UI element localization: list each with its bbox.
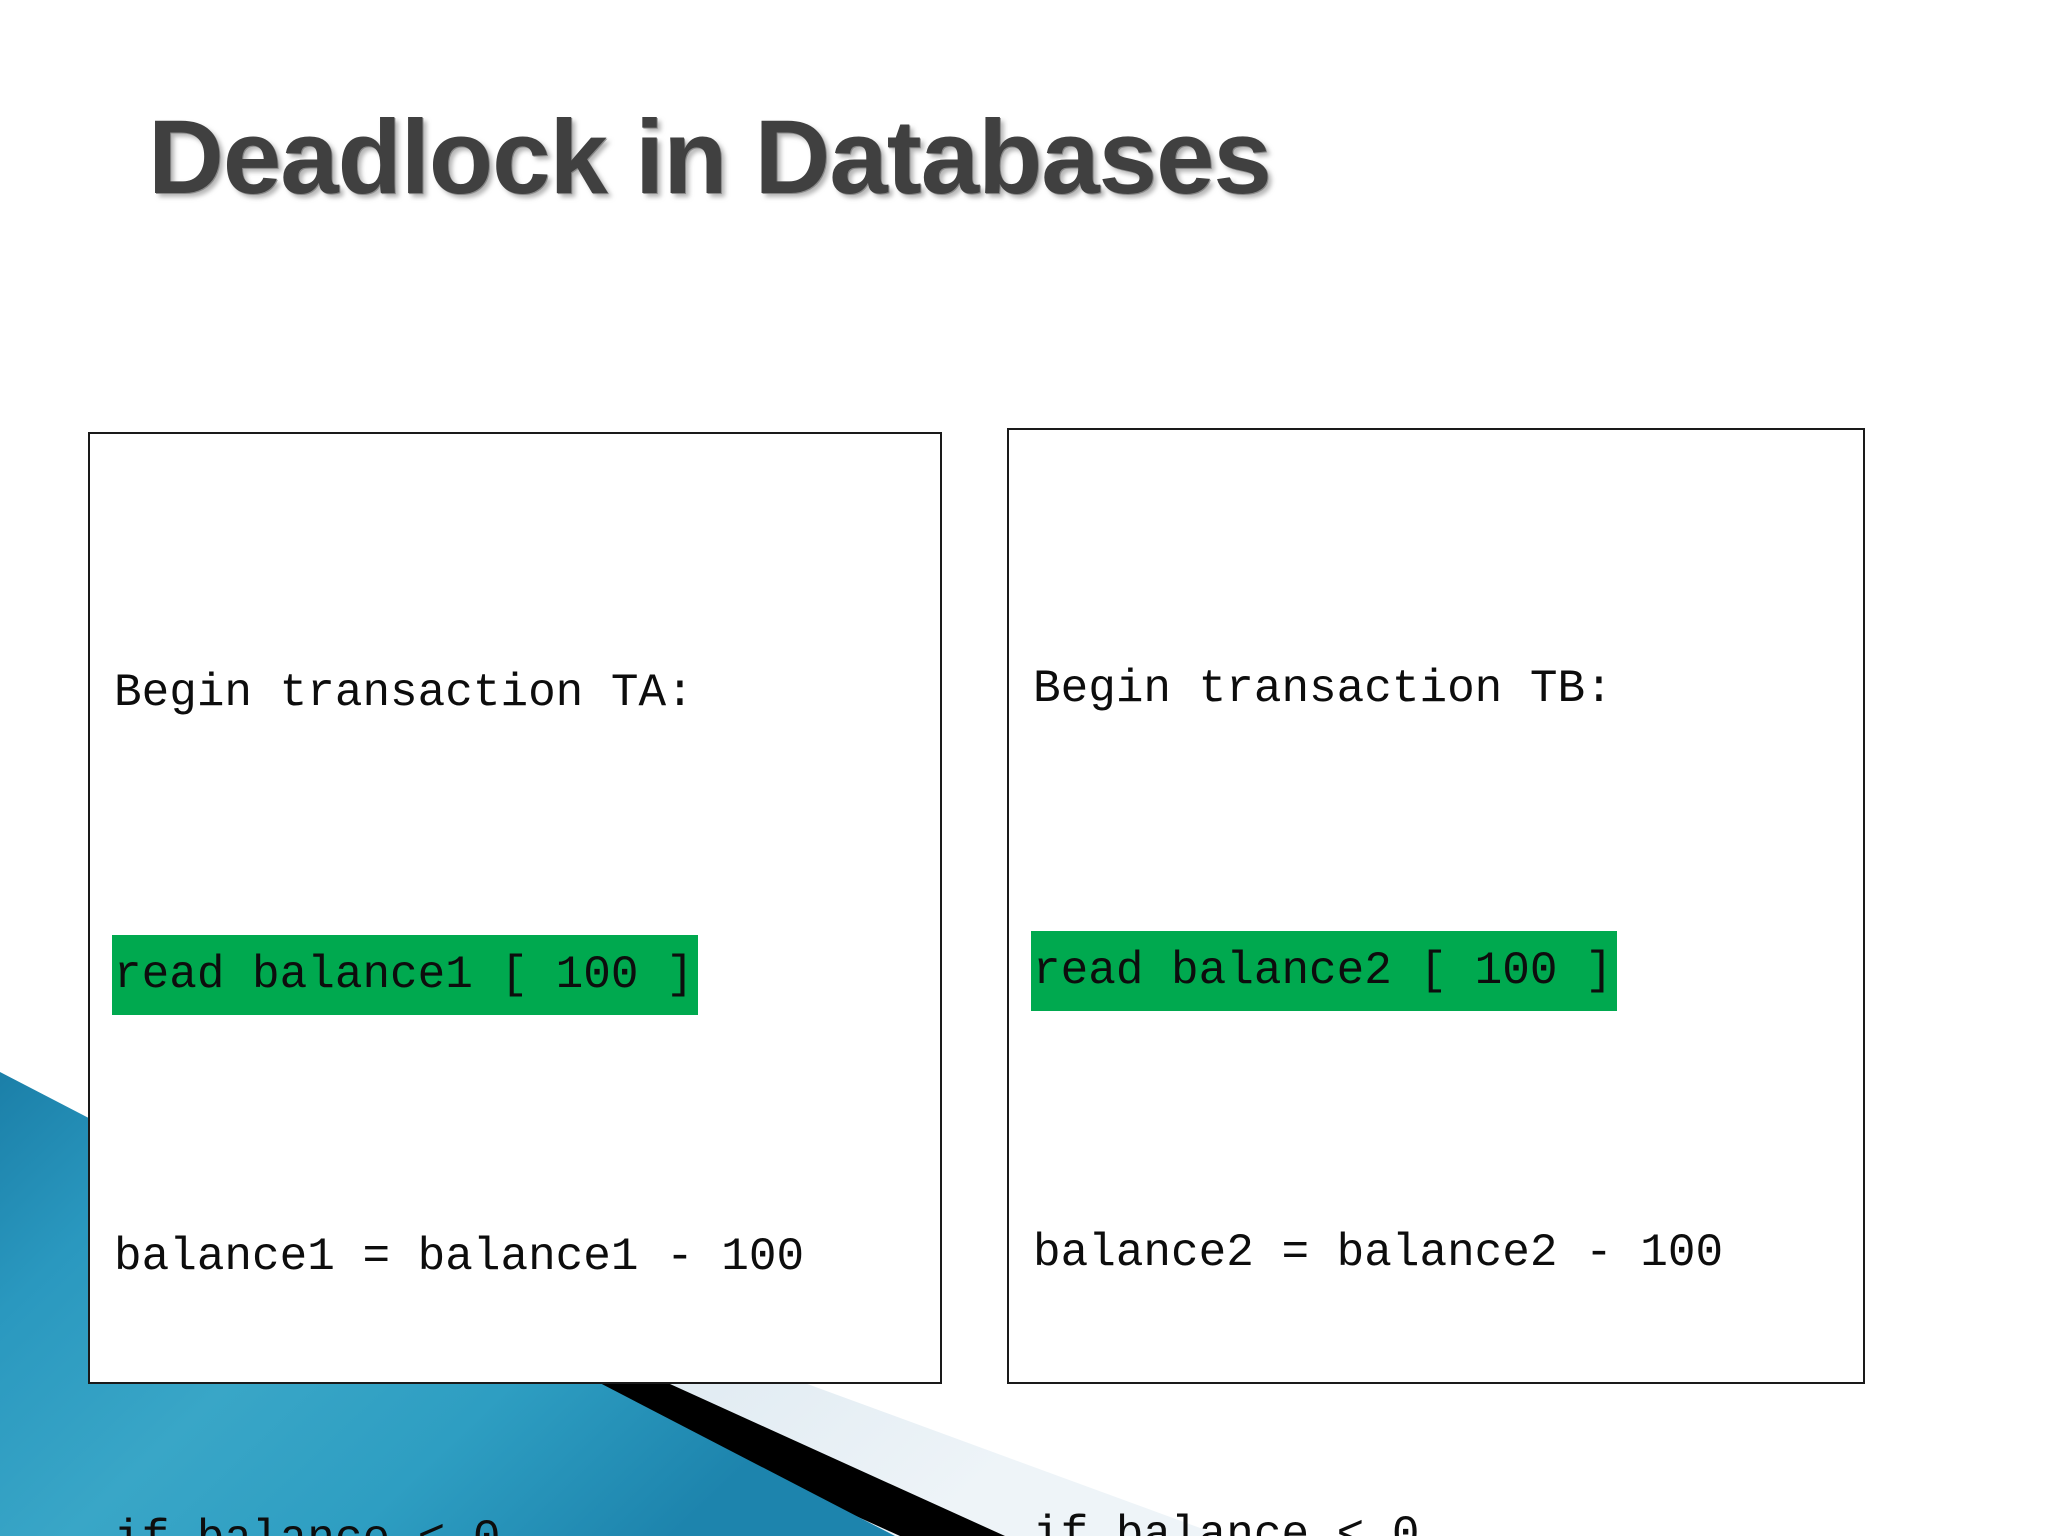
code-lines-tb: Begin transaction TB: read balance2 [ 10… xyxy=(1031,454,1861,1536)
code-box-transaction-tb: Begin transaction TB: read balance2 [ 10… xyxy=(1007,428,1865,1536)
code-line-text: balance2 = balance2 - 100 xyxy=(1033,1226,1724,1279)
code-line-text: if balance < 0 xyxy=(1033,1508,1420,1536)
code-line-highlight-green: read balance1 [ 100 ] xyxy=(112,928,938,1022)
code-lines-ta: Begin transaction TA: read balance1 [ 10… xyxy=(112,458,938,1536)
code-line-text: read balance1 [ 100 ] xyxy=(112,934,698,1015)
code-line: balance2 = balance2 - 100 xyxy=(1031,1206,1861,1300)
code-line: balance1 = balance1 - 100 xyxy=(112,1210,938,1304)
code-line-text: if balance < 0 xyxy=(112,1499,504,1536)
code-line-highlight-green: read balance2 [ 100 ] xyxy=(1031,924,1861,1018)
code-box-transaction-ta: Begin transaction TA: read balance1 [ 10… xyxy=(88,432,942,1536)
code-line: Begin transaction TB: xyxy=(1031,642,1861,736)
code-line: if balance < 0 xyxy=(112,1492,938,1536)
code-line-text: Begin transaction TB: xyxy=(1033,662,1613,715)
code-line-text: balance1 = balance1 - 100 xyxy=(114,1230,805,1283)
code-line: if balance < 0 xyxy=(1031,1488,1861,1536)
code-line: Begin transaction TA: xyxy=(112,646,938,740)
code-line-text: Begin transaction TA: xyxy=(114,666,694,719)
code-line-text: read balance2 [ 100 ] xyxy=(1031,930,1617,1011)
page-title: Deadlock in Databases xyxy=(148,99,1272,216)
